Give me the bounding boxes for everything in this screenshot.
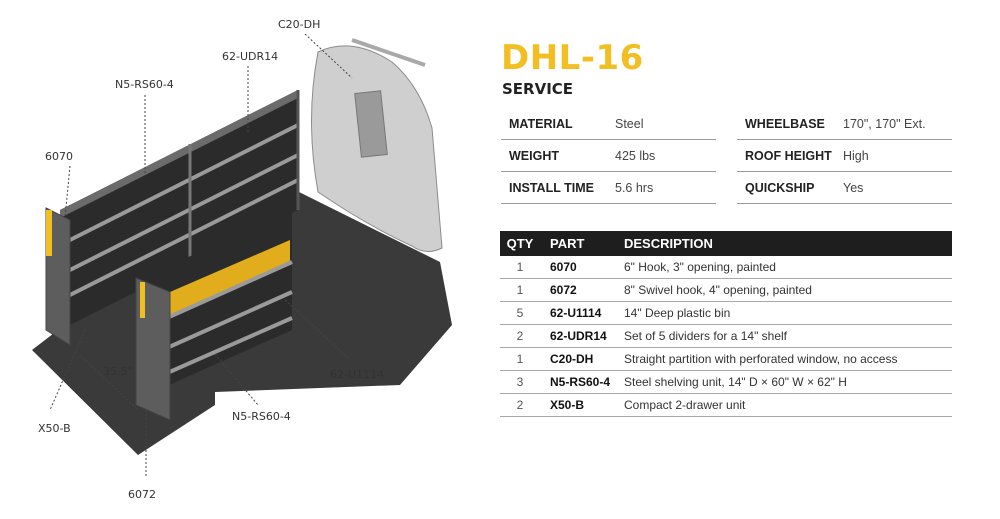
- callout-6072: 6072: [128, 488, 156, 501]
- table-row: 1 6072 8" Swivel hook, 4" opening, paint…: [500, 279, 952, 302]
- spec-value: 5.6 hrs: [615, 180, 654, 195]
- partition-top-bar: [351, 38, 426, 67]
- row-qty: 1: [516, 352, 524, 366]
- row-part: C20-DH: [550, 352, 594, 366]
- table-row: 1 6070 6" Hook, 3" opening, painted: [500, 256, 952, 279]
- van-interior-illustration: C20-DH 62-UDR14 N5-RS60-4 6070 62-U1114 …: [32, 18, 452, 501]
- row-qty: 1: [516, 283, 524, 297]
- callout-62-udr14: 62-UDR14: [222, 50, 278, 63]
- spec-label: WEIGHT: [509, 148, 559, 163]
- table-row: 3 N5-RS60-4 Steel shelving unit, 14" D ×…: [500, 371, 952, 394]
- row-description: 14" Deep plastic bin: [624, 306, 731, 320]
- row-description: Compact 2-drawer unit: [624, 398, 746, 412]
- row-description: Steel shelving unit, 14" D × 60" W × 62"…: [624, 375, 847, 389]
- row-part: 6070: [550, 260, 577, 274]
- header-description: DESCRIPTION: [624, 236, 713, 251]
- table-row: 1 C20-DH Straight partition with perfora…: [500, 348, 952, 371]
- callout-6070: 6070: [45, 150, 73, 163]
- spec-row: MATERIAL Steel: [501, 108, 716, 140]
- spec-row: ROOF HEIGHT High: [737, 140, 952, 172]
- spec-label: QUICKSHIP: [745, 180, 815, 195]
- row-qty: 3: [516, 375, 524, 389]
- row-description: Straight partition with perforated windo…: [624, 352, 898, 366]
- spec-label: INSTALL TIME: [509, 180, 594, 195]
- callout-c20-dh: C20-DH: [278, 18, 320, 31]
- spec-label: WHEELBASE: [745, 116, 825, 131]
- row-part: 62-UDR14: [550, 329, 607, 343]
- table-row: 5 62-U1114 14" Deep plastic bin: [500, 302, 952, 325]
- perforated-window: [354, 90, 388, 158]
- row-qty: 1: [516, 260, 524, 274]
- callout-leaders: [49, 33, 353, 478]
- row-qty: 2: [516, 398, 524, 412]
- row-description: 6" Hook, 3" opening, painted: [624, 260, 776, 274]
- spec-value: 170", 170" Ext.: [843, 116, 926, 131]
- table-row: 2 62-UDR14 Set of 5 dividers for a 14" s…: [500, 325, 952, 348]
- hook-6070-accent: [46, 210, 52, 256]
- row-qty: 2: [516, 329, 524, 343]
- spec-value: Yes: [843, 180, 864, 195]
- row-description: 8" Swivel hook, 4" opening, painted: [624, 283, 812, 297]
- product-subtitle: SERVICE: [502, 80, 574, 98]
- hook-6072-accent: [140, 282, 145, 318]
- row-part: N5-RS60-4: [550, 375, 611, 389]
- spec-row: WEIGHT 425 lbs: [501, 140, 716, 172]
- spec-label: ROOF HEIGHT: [745, 148, 832, 163]
- product-title: DHL-16: [501, 38, 644, 78]
- row-part: X50-B: [550, 398, 585, 412]
- spec-value: Steel: [615, 116, 644, 131]
- spec-row: INSTALL TIME 5.6 hrs: [501, 172, 716, 204]
- row-part: 62-U1114: [550, 306, 602, 320]
- spec-row: WHEELBASE 170", 170" Ext.: [737, 108, 952, 140]
- parts-table: QTY PART DESCRIPTION 1 6070 6" Hook, 3" …: [500, 231, 952, 417]
- row-part: 6072: [550, 283, 577, 297]
- back-shelving-unit: [59, 90, 300, 330]
- specs-right: WHEELBASE 170", 170" Ext. ROOF HEIGHT Hi…: [737, 108, 952, 204]
- dimension-label: 35.5": [103, 365, 133, 378]
- specs-left: MATERIAL Steel WEIGHT 425 lbs INSTALL TI…: [501, 108, 716, 204]
- callout-x50-b: X50-B: [38, 422, 71, 435]
- spec-value: 425 lbs: [615, 148, 656, 163]
- callout-n5-rs60-4-bottom: N5-RS60-4: [232, 410, 291, 423]
- spec-label: MATERIAL: [509, 116, 573, 131]
- callout-62-u1114: 62-U1114: [330, 368, 384, 381]
- row-description: Set of 5 dividers for a 14" shelf: [624, 329, 788, 343]
- spec-row: QUICKSHIP Yes: [737, 172, 952, 204]
- spec-value: High: [843, 148, 869, 163]
- callout-n5-rs60-4-top: N5-RS60-4: [115, 78, 174, 91]
- plastic-bins: [170, 240, 290, 316]
- header-part: PART: [550, 236, 585, 251]
- table-row: 2 X50-B Compact 2-drawer unit: [500, 394, 952, 417]
- row-qty: 5: [516, 306, 524, 320]
- parts-table-header: QTY PART DESCRIPTION: [500, 231, 952, 256]
- header-qty: QTY: [506, 236, 534, 251]
